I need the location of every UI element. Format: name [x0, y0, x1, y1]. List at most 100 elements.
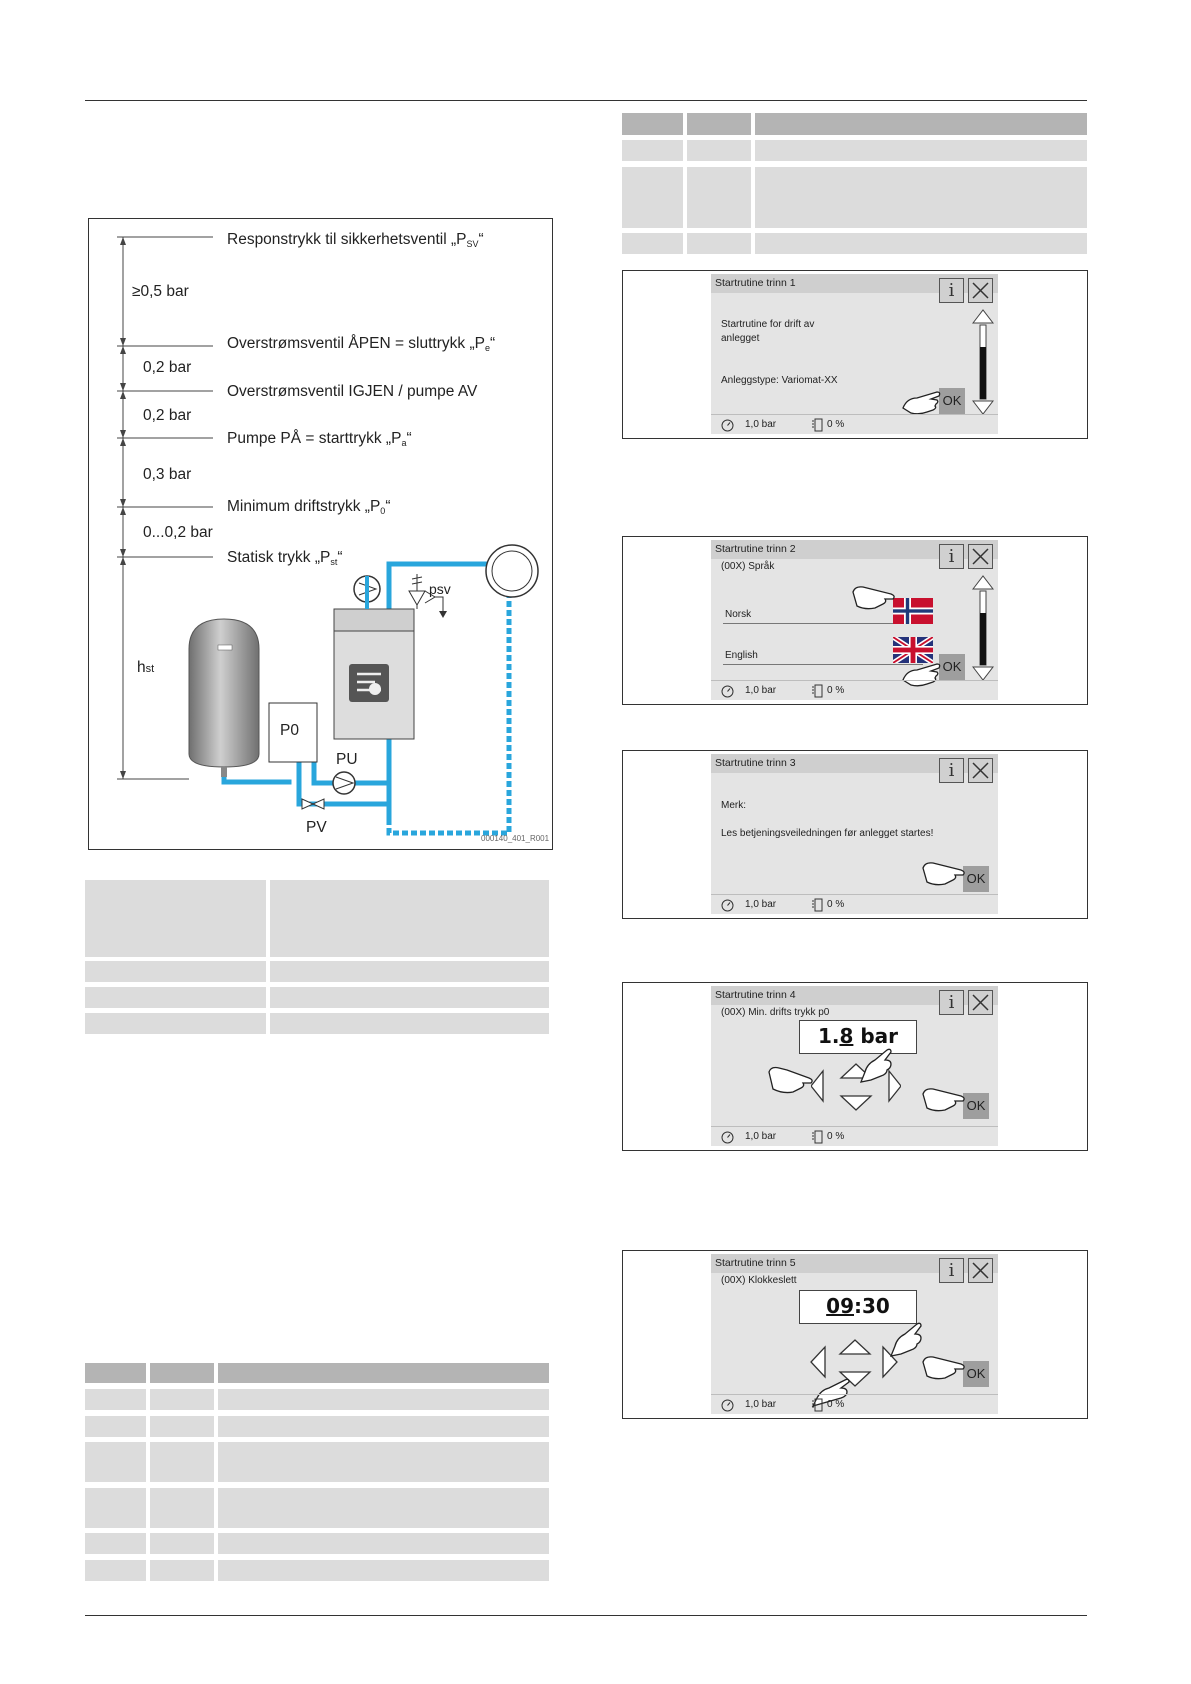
table-cell [85, 1560, 146, 1581]
option-divider [723, 623, 923, 624]
label-hst-text: h [137, 659, 146, 676]
table-cell [85, 987, 266, 1008]
value-cursor: 8 [839, 1024, 854, 1048]
table-cell [218, 1389, 549, 1410]
screen-title: Startrutine trinn 4 [711, 986, 998, 1005]
level-icon [812, 684, 823, 698]
screen-line: Merk: [721, 800, 746, 811]
table-cell [85, 1389, 146, 1410]
ok-button[interactable]: OK [963, 866, 989, 892]
scrollbar[interactable] [971, 573, 995, 683]
interval-1: ≥0,5 bar [132, 283, 189, 300]
table-cell [218, 1488, 549, 1528]
uk-flag-icon[interactable] [893, 637, 933, 663]
table-cell [755, 233, 1087, 254]
table-cell [150, 1560, 214, 1581]
label-pa-quote: “ [406, 430, 412, 447]
table-cell [755, 167, 1087, 228]
table-cell [270, 987, 549, 1008]
header-rule [85, 100, 1087, 101]
close-icon[interactable] [968, 758, 993, 783]
label-p0-component: P0 [280, 722, 299, 739]
label-pa-sub: a [401, 438, 407, 448]
pressure-value-field[interactable]: 1.8 bar [799, 1020, 917, 1054]
table-cell [85, 961, 266, 982]
table-cell [687, 233, 751, 254]
language-option-norsk[interactable]: Norsk [725, 609, 752, 620]
table-cell [687, 140, 751, 161]
label-psv-quote: “ [478, 231, 484, 248]
close-icon[interactable] [968, 990, 993, 1015]
ok-button[interactable]: OK [939, 388, 965, 414]
label-psv-component: psv [429, 581, 451, 597]
scrollbar[interactable] [971, 307, 995, 417]
level-icon [812, 418, 823, 432]
value-part-1: 1. [817, 1024, 840, 1048]
interval-3: 0,2 bar [143, 407, 192, 424]
screen-subtitle: (00X) Min. drifts trykk p0 [721, 1007, 830, 1018]
figure-code: 000140_401_R001 [481, 834, 550, 843]
table-cell [218, 1442, 549, 1482]
gauge-icon [721, 1131, 734, 1144]
label-hst: hst [137, 659, 154, 677]
screenshot-startup-step-1: Startrutine trinn 1 i Startrutine for dr… [622, 270, 1088, 439]
label-pe: Overstrømsventil ÅPEN = sluttrykk „Pe“ [227, 335, 495, 353]
close-icon[interactable] [968, 544, 993, 569]
pointing-hand-icon [852, 586, 895, 610]
time-value-field[interactable]: 09:30 [799, 1290, 917, 1324]
table-cell [270, 880, 549, 957]
ok-button[interactable]: OK [939, 654, 965, 680]
table-cell [85, 1442, 146, 1482]
pointing-hand-icon [922, 862, 965, 886]
display-screen: Startrutine trinn 1 i Startrutine for dr… [711, 274, 998, 434]
level-readout: 0 % [827, 1399, 845, 1410]
table-cell [622, 233, 683, 254]
table-cell [218, 1533, 549, 1554]
gauge-icon [721, 419, 734, 432]
table-cell [755, 140, 1087, 161]
level-readout: 0 % [827, 685, 845, 696]
info-icon[interactable]: i [939, 1258, 964, 1283]
label-pst-sub: st [330, 557, 338, 567]
info-icon[interactable]: i [939, 990, 964, 1015]
screen-line: Les betjeningsveiledningen før anlegget … [721, 828, 934, 839]
pressure-readout: 1,0 bar [745, 685, 777, 696]
status-bar: 1,0 bar 0 % [711, 414, 998, 434]
label-pe-text: Overstrømsventil ÅPEN = sluttrykk „P [227, 335, 485, 352]
interval-4: 0,3 bar [143, 466, 192, 483]
table-cell [150, 1389, 214, 1410]
screen-title: Startrutine trinn 1 [711, 274, 998, 293]
pointing-hand-icon [922, 1356, 965, 1380]
pressure-readout: 1,0 bar [745, 419, 777, 430]
info-icon[interactable]: i [939, 278, 964, 303]
label-pu-component: PU [336, 751, 358, 768]
close-icon[interactable] [968, 1258, 993, 1283]
table-cell [218, 1560, 549, 1581]
table-header-cell [85, 1363, 146, 1383]
ok-button[interactable]: OK [963, 1093, 989, 1119]
info-icon[interactable]: i [939, 544, 964, 569]
table-cell [622, 167, 683, 228]
close-icon[interactable] [968, 278, 993, 303]
level-icon [812, 1130, 823, 1144]
interval-2: 0,2 bar [143, 359, 192, 376]
screen-subtitle: (00X) Klokkeslett [721, 1275, 797, 1286]
level-readout: 0 % [827, 1131, 845, 1142]
label-hst-sub: st [145, 663, 155, 675]
info-icon[interactable]: i [939, 758, 964, 783]
arrow-pad[interactable] [811, 1056, 901, 1122]
arrow-pad[interactable] [807, 1332, 907, 1398]
ok-button[interactable]: OK [963, 1361, 989, 1387]
screenshot-startup-step-3: Startrutine trinn 3 i Merk: Les betjenin… [622, 750, 1088, 919]
table-cell [150, 1416, 214, 1437]
table-cell [150, 1533, 214, 1554]
pointing-hand-icon [902, 391, 941, 415]
language-option-english[interactable]: English [725, 650, 758, 661]
label-p0-text: Minimum driftstrykk „P [227, 498, 381, 515]
gauge-icon [721, 685, 734, 698]
status-bar: 1,0 bar 0 % [711, 1394, 998, 1414]
footer-rule [85, 1615, 1087, 1616]
norway-flag-icon[interactable] [893, 598, 933, 624]
display-screen: Startrutine trinn 5 (00X) Klokkeslett i … [711, 1254, 998, 1414]
table-cell [85, 1533, 146, 1554]
